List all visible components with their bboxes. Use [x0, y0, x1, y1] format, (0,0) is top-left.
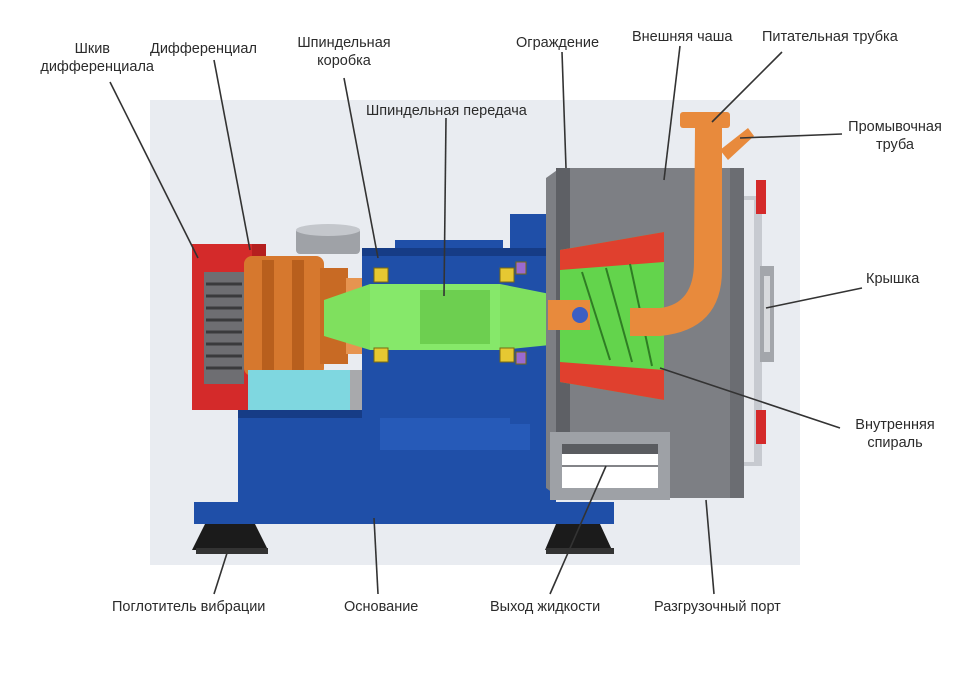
label-outer-bowl: Внешняя чаша: [632, 29, 733, 45]
top-cap: [296, 224, 360, 254]
label-base: Основание: [344, 599, 419, 615]
base-frame: [194, 408, 614, 524]
cover-clamps: [756, 180, 766, 444]
outlet-box: [550, 432, 670, 500]
label-guard: Ограждение: [516, 35, 600, 51]
vibration-mounts: [192, 524, 614, 554]
label-liquid-outlet: Выход жидкости: [490, 599, 601, 615]
cyan-support: [248, 370, 358, 410]
label-vibration-absorber: Поглотитель вибрации: [112, 599, 266, 615]
label-cover: Крышка: [866, 271, 920, 287]
label-pulley-line1: Шкив: [74, 41, 110, 57]
spindle-shaft: [324, 284, 560, 350]
label-spindle-box-line2: коробка: [317, 53, 371, 69]
label-wash-pipe: Промывочная труба: [840, 118, 950, 154]
label-pulley-line2: дифференциала: [40, 59, 154, 75]
label-feed-pipe: Питательная трубка: [762, 29, 898, 45]
label-wash-pipe-line1: Промывочная: [848, 119, 942, 135]
label-spindle-box-line1: Шпиндельная: [297, 35, 391, 51]
cover-lock: [760, 266, 774, 362]
label-inner-spiral-line1: Внутренняя: [855, 417, 935, 433]
label-inner-spiral-line2: спираль: [867, 435, 923, 451]
bearings: [373, 261, 527, 365]
label-spindle-drive: Шпиндельная передача: [366, 103, 527, 119]
label-discharge-port: Разгрузочный порт: [654, 599, 781, 615]
label-inner-spiral: Внутренняя спираль: [840, 416, 950, 452]
label-pulley: Шкив дифференциала: [4, 40, 154, 76]
label-wash-pipe-line2: труба: [876, 137, 914, 153]
leader-lines: [109, 45, 863, 595]
label-differential: Дифференциал: [150, 41, 257, 57]
inner-spiral: [548, 232, 664, 400]
label-spindle-box: Шпиндельная коробка: [284, 34, 404, 70]
